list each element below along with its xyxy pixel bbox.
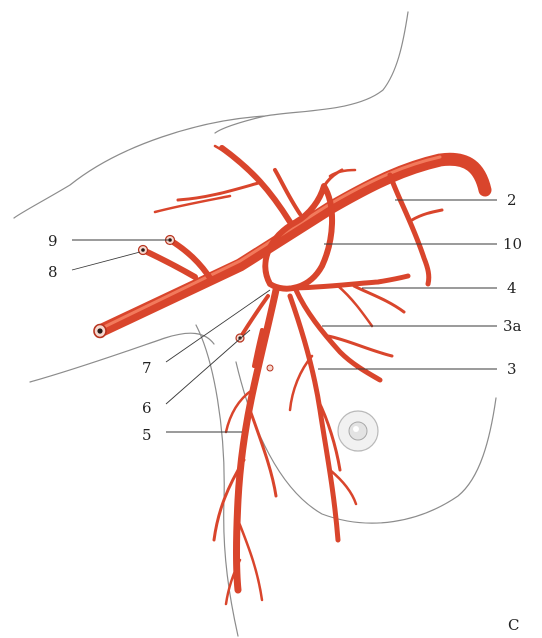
axilla-outline — [30, 333, 214, 382]
branch-4a — [354, 286, 404, 312]
nipple — [338, 411, 378, 451]
body-outline — [14, 12, 496, 636]
branch-upper-3a — [330, 170, 355, 176]
label-6: 6 — [142, 399, 152, 417]
label-5: 5 — [142, 426, 152, 444]
branch-upper-1b — [215, 146, 246, 166]
label-2: 2 — [507, 191, 517, 209]
panel-label: C — [508, 616, 519, 634]
neck-outline — [14, 12, 408, 218]
label-10: 10 — [503, 235, 522, 253]
branch-2 — [390, 175, 429, 284]
label-8: 8 — [48, 263, 58, 281]
branch-3a — [296, 290, 380, 380]
arterial-tree — [94, 146, 485, 604]
label-9: 9 — [48, 232, 58, 250]
leader-7 — [166, 290, 270, 362]
leader-8 — [72, 252, 140, 270]
branch-5-c — [238, 520, 262, 600]
label-3a: 3a — [503, 317, 522, 335]
label-3: 3 — [507, 360, 517, 378]
branch-2a — [412, 210, 442, 220]
branch-5-a — [250, 410, 276, 496]
branch-3 — [290, 296, 338, 540]
label-4: 4 — [507, 279, 517, 297]
label-7: 7 — [142, 359, 152, 377]
